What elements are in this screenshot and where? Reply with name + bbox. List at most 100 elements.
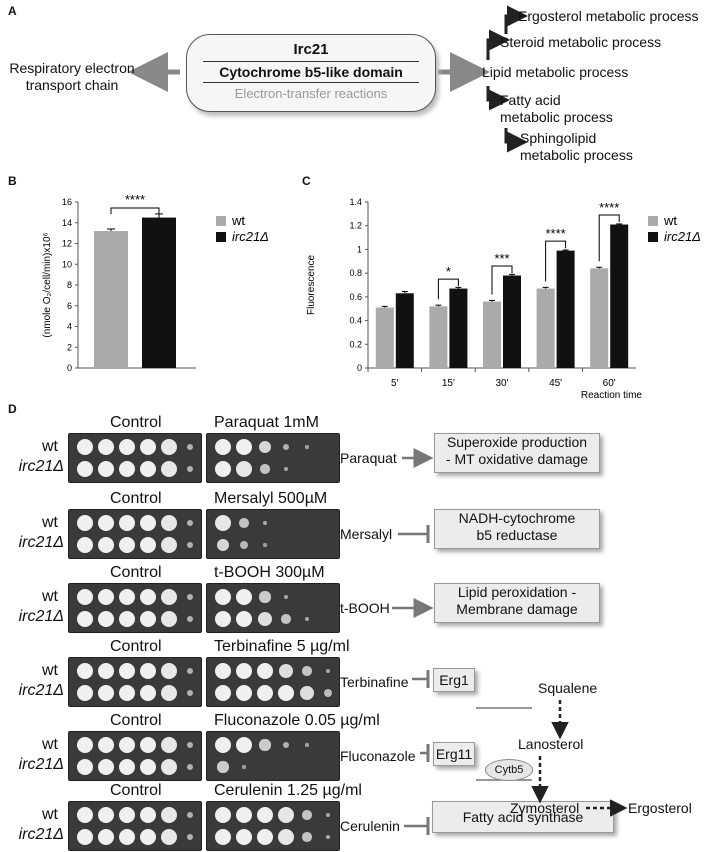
- agent-label-0: Paraquat: [340, 450, 397, 466]
- colony-spot: [305, 445, 309, 449]
- colony-spot: [186, 541, 194, 549]
- colony-spot: [77, 759, 93, 775]
- colony-spot: [215, 461, 231, 477]
- sphingo-line2: metabolic process: [520, 147, 633, 163]
- colony-spot: [239, 518, 249, 528]
- significance-bracket: [110, 207, 160, 214]
- target-box-2: Lipid peroxidation -Membrane damage: [434, 583, 600, 623]
- y-axis-label: (nmole O₂/cell/min)x10⁶: [42, 232, 53, 337]
- colony-spot: [161, 829, 177, 845]
- colony-spot: [140, 685, 156, 701]
- colony-spot: [140, 759, 156, 775]
- colony-spot: [119, 611, 135, 627]
- colony-spot: [119, 589, 135, 605]
- y-tick-label: 0.6: [349, 292, 362, 302]
- colony-spot: [216, 538, 230, 552]
- colony-spot: [215, 829, 231, 845]
- colony-spot: [98, 829, 114, 845]
- agent-label-1: Mersalyl: [340, 526, 393, 542]
- panel-a-letter: A: [8, 4, 17, 18]
- wt-label-4: wt: [42, 736, 58, 753]
- irc21-title: Irc21: [293, 41, 329, 58]
- colony-spot: [302, 832, 312, 842]
- colony-spot: [281, 614, 291, 624]
- colony-spot: [186, 811, 194, 819]
- colony-spot: [98, 759, 114, 775]
- colony-spot: [240, 541, 248, 549]
- colony-spot: [77, 537, 93, 553]
- colony-spot: [77, 439, 93, 455]
- colony-spot: [304, 616, 310, 622]
- cytb5-bubble: Cytb5: [485, 759, 533, 781]
- x-tick-label: 60': [603, 378, 616, 389]
- mut-label-3: irc21Δ: [18, 682, 64, 699]
- colony-spot: [325, 668, 331, 674]
- colony-spot: [258, 440, 272, 454]
- colony-spot: [257, 611, 273, 627]
- colony-spot: [278, 685, 294, 701]
- wt-label-1: wt: [42, 514, 58, 531]
- colony-spot: [325, 834, 331, 840]
- sphingolipid-label: Sphingolipid metabolic process: [520, 130, 633, 164]
- fatty-line2: metabolic process: [500, 109, 613, 125]
- control-plate-4: [68, 731, 202, 781]
- colony-spot: [98, 611, 114, 627]
- colony-spot: [77, 807, 93, 823]
- colony-spot: [325, 812, 331, 818]
- target-box-0: Superoxide production- MT oxidative dama…: [434, 433, 600, 473]
- agent-label-4: Fluconazole: [340, 748, 416, 764]
- legend-mut: irc21Δ: [664, 229, 701, 244]
- legend-wt: wt: [231, 213, 245, 228]
- control-label-2: Control: [110, 564, 162, 581]
- mut-label-5: irc21Δ: [18, 826, 64, 843]
- y-tick-label: 16: [62, 197, 72, 207]
- control-label-4: Control: [110, 712, 162, 729]
- legend-wt-swatch: [648, 216, 658, 226]
- agent-label-3: Terbinafine: [340, 674, 409, 690]
- colony-spot: [140, 589, 156, 605]
- y-tick-label: 0.8: [349, 268, 362, 278]
- target-box-5: Fatty acid synthase: [432, 801, 614, 833]
- y-tick-label: 10: [62, 259, 72, 269]
- legend-mut: irc21Δ: [232, 229, 269, 244]
- colony-spot: [236, 439, 252, 455]
- colony-spot: [161, 515, 177, 531]
- colony-spot: [186, 667, 194, 675]
- colony-spot: [259, 739, 271, 751]
- bar-mutant: [142, 217, 176, 368]
- colony-spot: [119, 737, 135, 753]
- colony-spot: [283, 466, 289, 472]
- colony-spot: [98, 663, 114, 679]
- irc21-subtitle: Electron-transfer reactions: [234, 86, 388, 101]
- colony-spot: [215, 685, 231, 701]
- panel-b-letter: B: [8, 174, 17, 188]
- legend-wt: wt: [663, 213, 677, 228]
- chart-c: 00.20.40.60.811.21.4Fluorescence5'15'*30…: [306, 197, 701, 400]
- wt-label-5: wt: [42, 806, 58, 823]
- panel-c-letter: C: [302, 174, 311, 188]
- significance-bracket: [491, 265, 513, 295]
- colony-spot: [302, 666, 312, 676]
- significance-label: ***: [494, 251, 509, 266]
- colony-spot: [236, 589, 252, 605]
- colony-spot: [305, 743, 309, 747]
- fatty-line1: Fatty acid: [500, 92, 561, 108]
- mut-label-1: irc21Δ: [18, 534, 64, 551]
- colony-spot: [98, 537, 114, 553]
- significance-label: *: [446, 264, 451, 279]
- y-tick-label: 0.2: [349, 339, 362, 349]
- mut-label-4: irc21Δ: [18, 756, 64, 773]
- colony-spot: [140, 515, 156, 531]
- significance-bracket: [437, 278, 459, 300]
- colony-spot: [119, 829, 135, 845]
- target-box-4: Erg11: [433, 742, 475, 766]
- colony-spot: [119, 439, 135, 455]
- treatment-label-0: Paraquat 1mM: [214, 414, 319, 431]
- colony-spot: [161, 807, 177, 823]
- colony-spot: [236, 829, 252, 845]
- colony-spot: [186, 763, 194, 771]
- mut-label-0: irc21Δ: [18, 458, 64, 475]
- colony-spot: [186, 833, 194, 841]
- treatment-label-4: Fluconazole 0.05 µg/ml: [214, 712, 380, 729]
